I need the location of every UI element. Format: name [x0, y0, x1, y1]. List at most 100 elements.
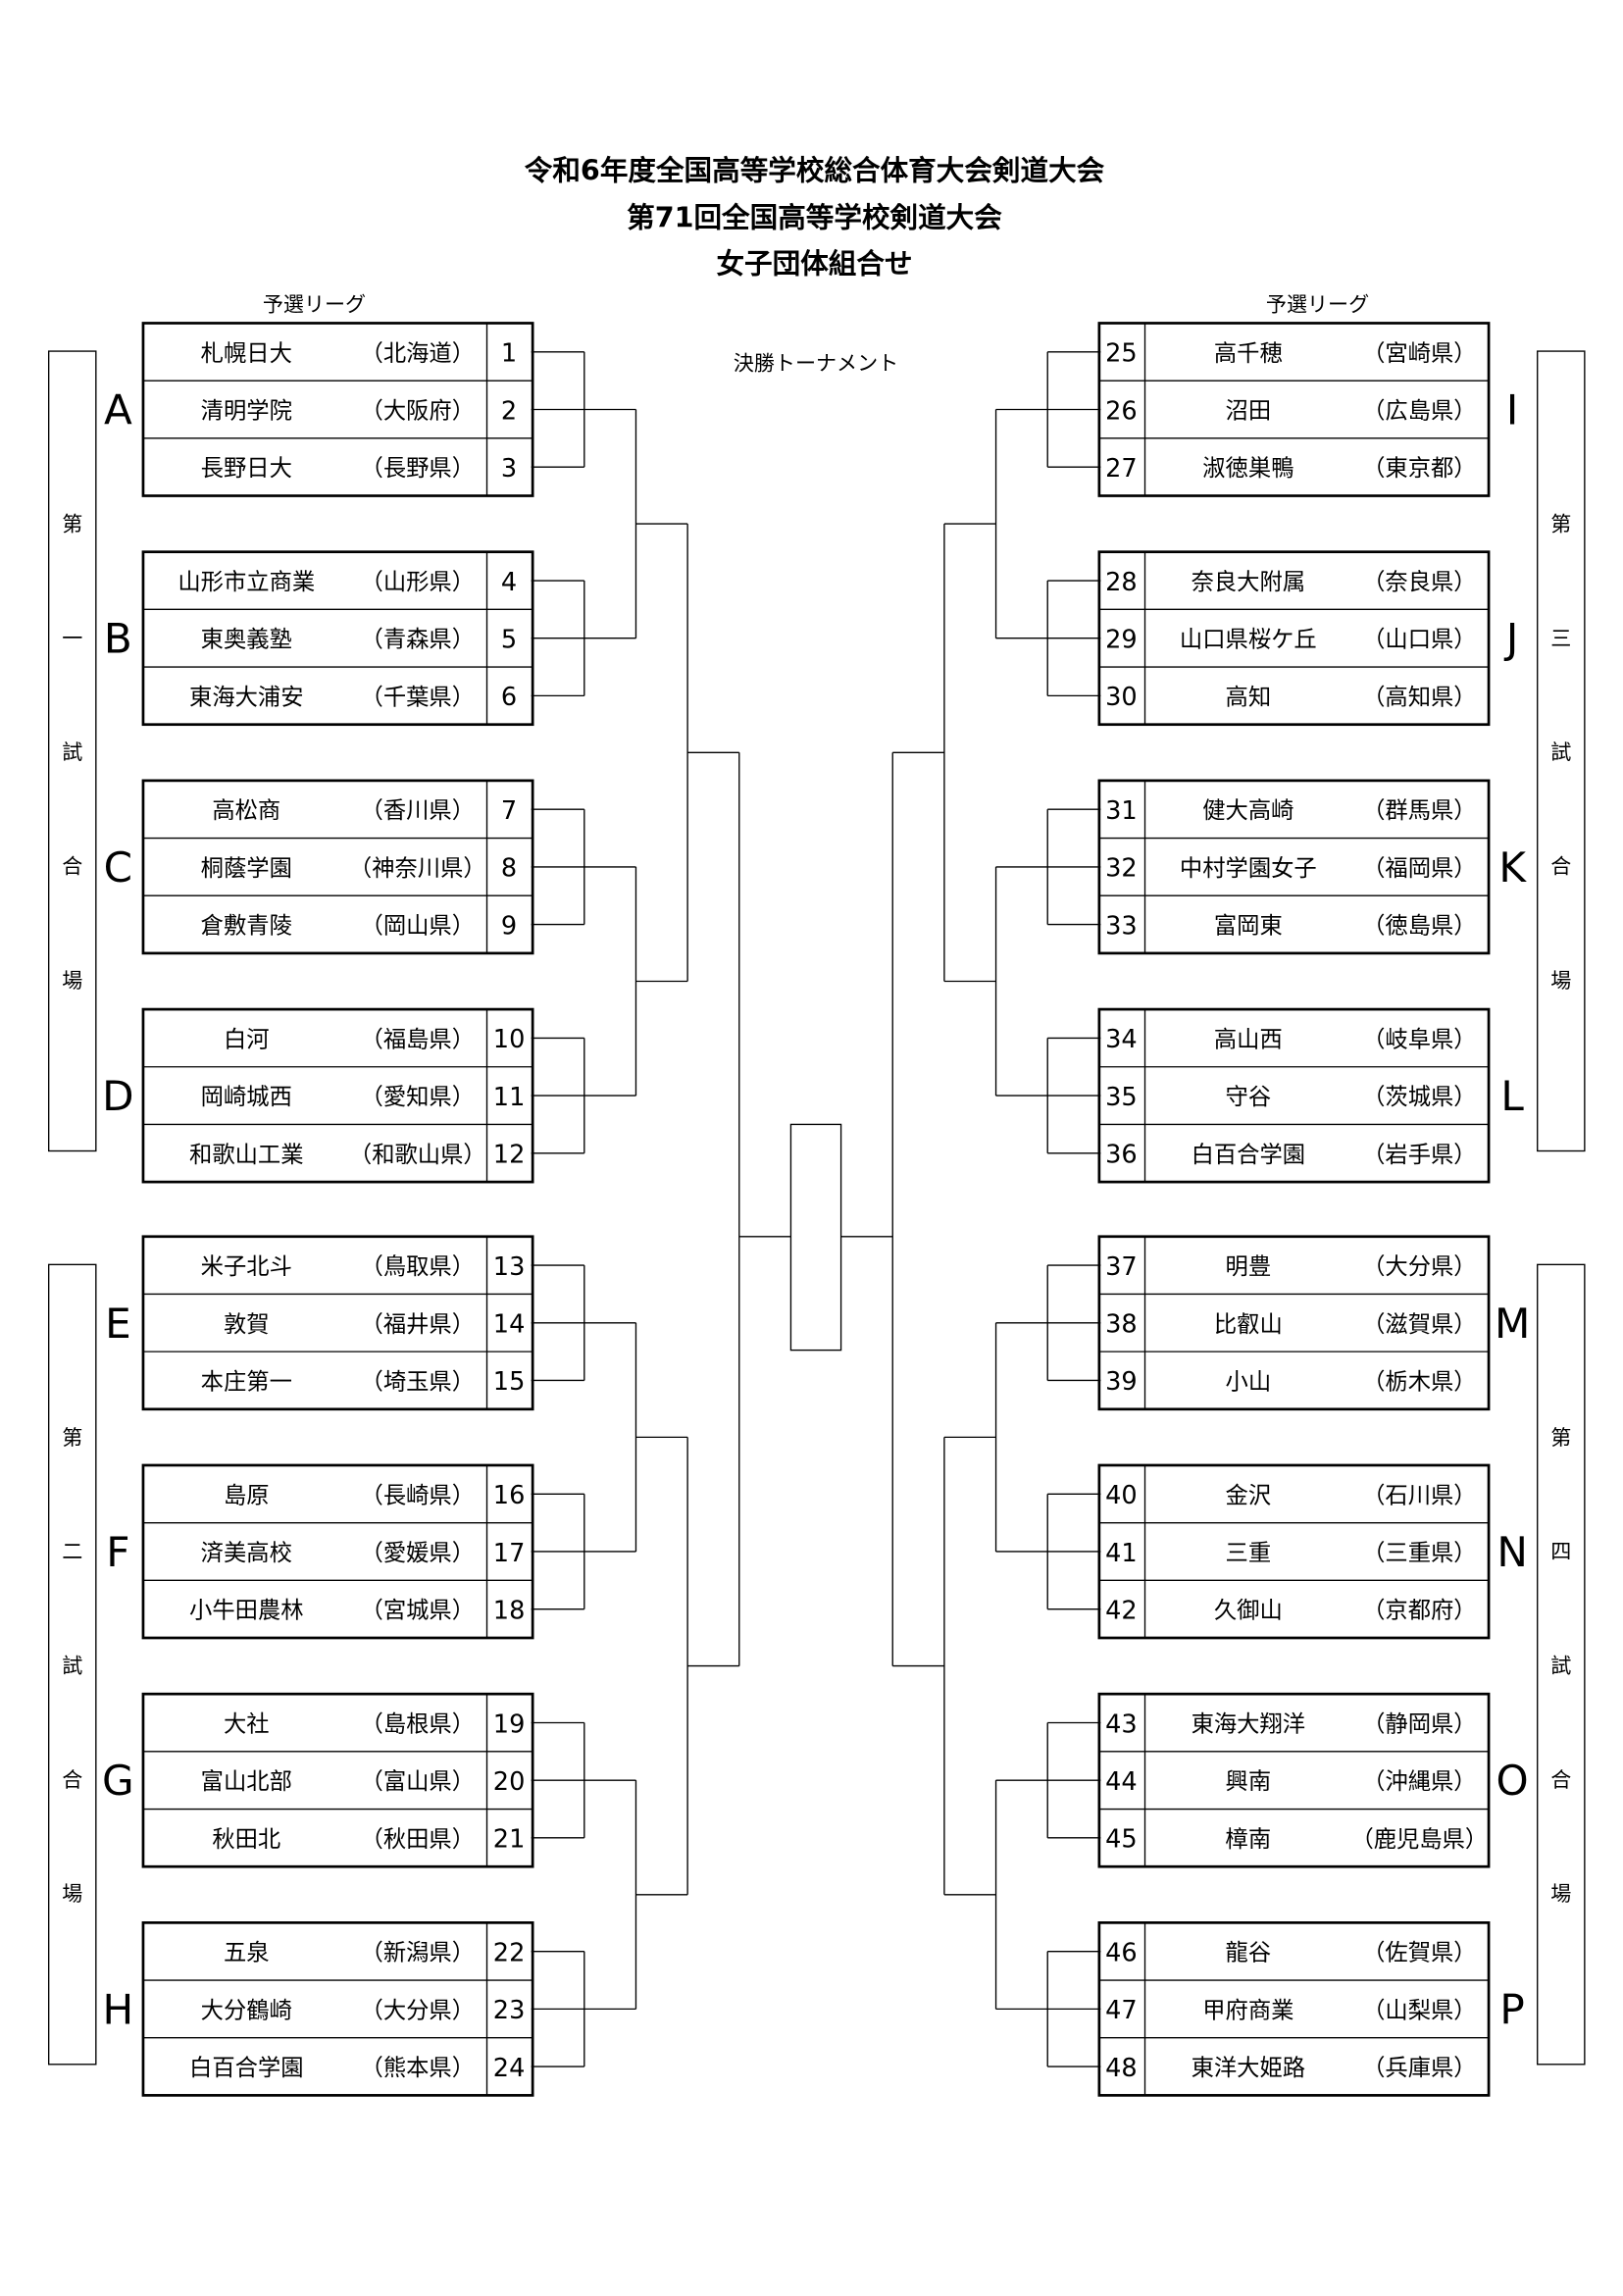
team-number: 20	[493, 1767, 526, 1797]
group-letter: I	[1506, 386, 1518, 434]
team-prefecture: （青森県）	[361, 627, 475, 653]
venue-label-char: 第	[62, 512, 82, 536]
team-number: 39	[1105, 1367, 1138, 1397]
league-label-right: 予選リーグ	[1266, 291, 1369, 316]
venue-label-char: 試	[62, 1653, 82, 1677]
team-name: 高千穂	[1214, 340, 1283, 367]
team-prefecture: （千葉県）	[361, 684, 475, 710]
team-prefecture: （宮崎県）	[1362, 340, 1476, 367]
team-number: 37	[1105, 1252, 1138, 1282]
team-prefecture: （福岡県）	[1362, 855, 1476, 882]
team-number: 15	[493, 1367, 526, 1397]
team-number: 10	[493, 1025, 526, 1054]
team-name: 白百合学園	[1192, 1142, 1305, 1168]
team-number: 34	[1105, 1025, 1138, 1054]
team-prefecture: （岩手県）	[1362, 1142, 1476, 1168]
team-number: 22	[493, 1938, 526, 1967]
team-number: 45	[1105, 1825, 1138, 1855]
team-number: 33	[1105, 911, 1138, 941]
venue-label-char: 合	[1550, 1767, 1571, 1792]
team-prefecture: （大分県）	[361, 1997, 475, 2023]
team-prefecture: （新潟県）	[361, 1940, 475, 1966]
team-name: 健大高崎	[1202, 797, 1293, 824]
team-prefecture: （秋田県）	[361, 1826, 475, 1853]
team-name: 三重	[1226, 1540, 1272, 1566]
team-prefecture: （北海道）	[361, 340, 475, 367]
team-name: 高松商	[212, 797, 280, 824]
title-line-1: 令和6年度全国高等学校総合体育大会剣道大会	[525, 154, 1105, 187]
venue-label-char: 試	[1550, 1653, 1571, 1677]
venue-box	[47, 1263, 97, 2066]
team-number: 43	[1105, 1709, 1138, 1739]
team-number: 16	[493, 1481, 526, 1510]
team-prefecture: （山口県）	[1362, 627, 1476, 653]
team-name: 山形市立商業	[178, 569, 315, 595]
final-match-box	[789, 1123, 842, 1352]
team-number: 2	[501, 396, 517, 426]
team-name: 白河	[224, 1026, 270, 1052]
team-prefecture: （富山県）	[361, 1768, 475, 1795]
team-name: 守谷	[1226, 1084, 1272, 1110]
team-prefecture: （群馬県）	[1362, 797, 1476, 824]
venue-label-char: 場	[62, 1881, 82, 1906]
venue-box	[1537, 350, 1586, 1152]
group-letter: G	[102, 1757, 134, 1805]
team-name: 島原	[224, 1482, 270, 1508]
team-name: 中村学園女子	[1180, 855, 1317, 882]
team-number: 30	[1105, 683, 1138, 712]
team-prefecture: （滋賀県）	[1362, 1311, 1476, 1338]
team-prefecture: （宮城県）	[361, 1598, 475, 1624]
team-name: 比叡山	[1214, 1311, 1283, 1338]
team-prefecture: （岡山県）	[361, 913, 475, 940]
team-prefecture: （長崎県）	[361, 1482, 475, 1508]
team-number: 31	[1105, 796, 1138, 826]
team-name: 久御山	[1214, 1598, 1283, 1624]
team-name: 富岡東	[1214, 913, 1283, 940]
team-number: 13	[493, 1252, 526, 1282]
team-name: 龍谷	[1226, 1940, 1272, 1966]
team-prefecture: （長野県）	[361, 455, 475, 482]
team-prefecture: （栃木県）	[1362, 1368, 1476, 1395]
venue-label-char: 試	[62, 740, 82, 764]
team-prefecture: （和歌山県）	[349, 1142, 486, 1168]
team-prefecture: （香川県）	[361, 797, 475, 824]
team-prefecture: （福井県）	[361, 1311, 475, 1338]
team-name: 済美高校	[201, 1540, 292, 1566]
team-name: 岡崎城西	[201, 1084, 292, 1110]
team-number: 47	[1105, 1996, 1138, 2025]
team-number: 4	[501, 568, 517, 597]
venue-label-char: 合	[1550, 854, 1571, 879]
group-letter: M	[1495, 1300, 1530, 1348]
team-number: 38	[1105, 1310, 1138, 1340]
venue-label-char: 二	[62, 1539, 82, 1563]
team-name: 小牛田農林	[189, 1598, 303, 1624]
league-label-left: 予選リーグ	[263, 291, 366, 316]
team-number: 17	[493, 1539, 526, 1568]
venue-label-char: 第	[1550, 512, 1571, 536]
team-name: 敦賀	[224, 1311, 270, 1338]
team-name: 長野日大	[201, 455, 292, 482]
team-number: 12	[493, 1141, 526, 1170]
team-number: 35	[1105, 1083, 1138, 1112]
venue-label-char: 合	[62, 854, 82, 879]
team-name: 沼田	[1226, 398, 1272, 425]
team-prefecture: （奈良県）	[1362, 569, 1476, 595]
group-letter: F	[106, 1528, 129, 1576]
team-prefecture: （鹿児島県）	[1350, 1826, 1488, 1853]
final-tournament-label: 決勝トーナメント	[734, 351, 898, 376]
team-prefecture: （福島県）	[361, 1026, 475, 1052]
team-name: 奈良大附属	[1192, 569, 1305, 595]
team-prefecture: （佐賀県）	[1362, 1940, 1476, 1966]
team-number: 3	[501, 454, 517, 484]
team-name: 金沢	[1226, 1482, 1272, 1508]
team-number: 26	[1105, 396, 1138, 426]
team-number: 42	[1105, 1596, 1138, 1625]
team-number: 44	[1105, 1767, 1138, 1797]
team-name: 山口県桜ケ丘	[1180, 627, 1317, 653]
group-letter: J	[1503, 615, 1518, 663]
venue-label-char: 一	[62, 626, 82, 650]
team-prefecture: （熊本県）	[361, 2055, 475, 2081]
team-number: 19	[493, 1709, 526, 1739]
group-letter: K	[1498, 843, 1527, 892]
